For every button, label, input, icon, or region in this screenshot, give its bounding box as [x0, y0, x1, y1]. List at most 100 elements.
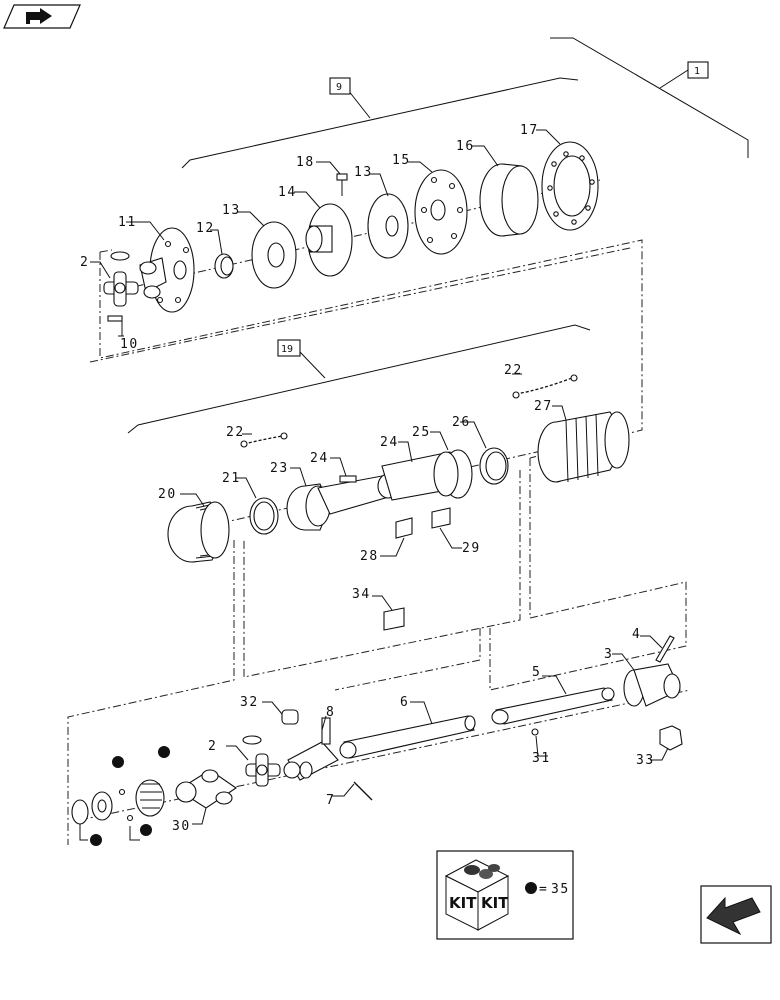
label-28: 28: [360, 549, 379, 564]
label-34: 34: [352, 587, 371, 602]
label-22: 22: [226, 425, 245, 440]
universal-joint-cross-bottom: [242, 735, 281, 787]
label-24: 24: [380, 435, 399, 450]
label-25: 25: [412, 425, 431, 440]
kit-bullet: [90, 834, 102, 846]
kit-box-icon: KIT KIT: [444, 859, 509, 931]
circlip-kit: [71, 799, 89, 825]
flange-ring-17: [541, 141, 599, 231]
kit-bullet: [158, 746, 170, 758]
pin-4: [655, 635, 675, 663]
axis-bottom: [79, 689, 691, 821]
label-18: 18: [296, 155, 315, 170]
decal-29: [431, 507, 451, 529]
bracket-9: [181, 77, 579, 169]
label-31: 31: [532, 751, 551, 766]
bellow-20: [167, 501, 230, 563]
leader-lines: [79, 129, 669, 841]
decal-28: [395, 517, 413, 539]
bolt-18: [336, 173, 348, 196]
yoke-30: [175, 769, 237, 809]
pin-24: [339, 475, 357, 483]
label-15: 15: [392, 153, 411, 168]
label-11: 11: [118, 215, 137, 230]
label-2: 2: [80, 255, 89, 270]
shaft-6: [339, 715, 476, 759]
label-13: 13: [222, 203, 241, 218]
bellow-27: [537, 411, 630, 483]
label-5: 5: [532, 665, 541, 680]
label-box-9: [329, 77, 351, 95]
friction-disc-13a: [251, 221, 297, 289]
chain-22b: [512, 374, 578, 399]
label-2: 2: [208, 739, 217, 754]
decal-34: [383, 607, 405, 631]
label-29: 29: [462, 541, 481, 556]
kit-equals: =: [539, 882, 548, 897]
kit-legend: KIT KIT = 35: [436, 850, 574, 940]
ring-21: [249, 497, 279, 535]
hub-14: [305, 203, 353, 277]
kit-bullet: [140, 824, 152, 836]
book-arrow-icon[interactable]: [3, 4, 81, 29]
pressure-plate-15: [414, 169, 468, 255]
label-box-19: [277, 339, 301, 357]
label-22: 22: [504, 363, 523, 378]
kit-bullet: [112, 756, 124, 768]
ring-26: [479, 447, 509, 485]
label-6: 6: [400, 695, 409, 710]
label-24: 24: [310, 451, 329, 466]
label-30: 30: [172, 819, 191, 834]
pin-7: [353, 781, 373, 801]
label-8: 8: [326, 705, 335, 720]
housing-16: [479, 163, 539, 237]
ball-kit: [118, 788, 126, 796]
label-21: 21: [222, 471, 241, 486]
spring-kit: [135, 779, 165, 817]
cap-33: [659, 725, 683, 751]
axis-top: [119, 179, 601, 291]
screw-10: [107, 315, 123, 336]
label-9: 9: [336, 82, 342, 93]
label-27: 27: [534, 399, 553, 414]
kit-word-left: KIT: [449, 894, 477, 912]
label-12: 12: [196, 221, 215, 236]
label-23: 23: [270, 461, 289, 476]
kit-word-right: KIT: [481, 894, 509, 912]
bracket-1: [550, 37, 749, 158]
cap-32: [281, 709, 299, 725]
label-19: 19: [281, 344, 293, 355]
label-32: 32: [240, 695, 259, 710]
ring-12: [214, 253, 234, 279]
label-3: 3: [604, 647, 613, 662]
chain-22a: [240, 432, 288, 448]
label-4: 4: [632, 627, 641, 642]
label-16: 16: [456, 139, 475, 154]
bracket-19: [127, 324, 591, 434]
label-13: 13: [354, 165, 373, 180]
label-7: 7: [326, 793, 335, 808]
shaft-5: [491, 687, 615, 725]
kit-number-35: 35: [551, 882, 570, 897]
flange-yoke-11: [139, 227, 195, 313]
label-10: 10: [120, 337, 139, 352]
next-page-arrow-icon[interactable]: [700, 885, 772, 944]
group-9-boundary: [99, 239, 643, 459]
yoke-8: [283, 717, 339, 781]
label-26: 26: [452, 415, 471, 430]
kit-bullet-legend: [525, 882, 537, 894]
label-box-1: [687, 61, 709, 79]
washer-kit: [91, 791, 113, 821]
label-1: 1: [694, 66, 700, 77]
label-20: 20: [158, 487, 177, 502]
group-19-boundary: [489, 458, 687, 691]
label-14: 14: [278, 185, 297, 200]
pin-31: [531, 728, 539, 736]
yoke-3: [623, 663, 681, 707]
friction-disc-13b: [367, 193, 409, 259]
label-17: 17: [520, 123, 539, 138]
tube-guard-25: [381, 449, 473, 501]
universal-joint-cross-top: [103, 251, 139, 307]
label-33: 33: [636, 753, 655, 768]
